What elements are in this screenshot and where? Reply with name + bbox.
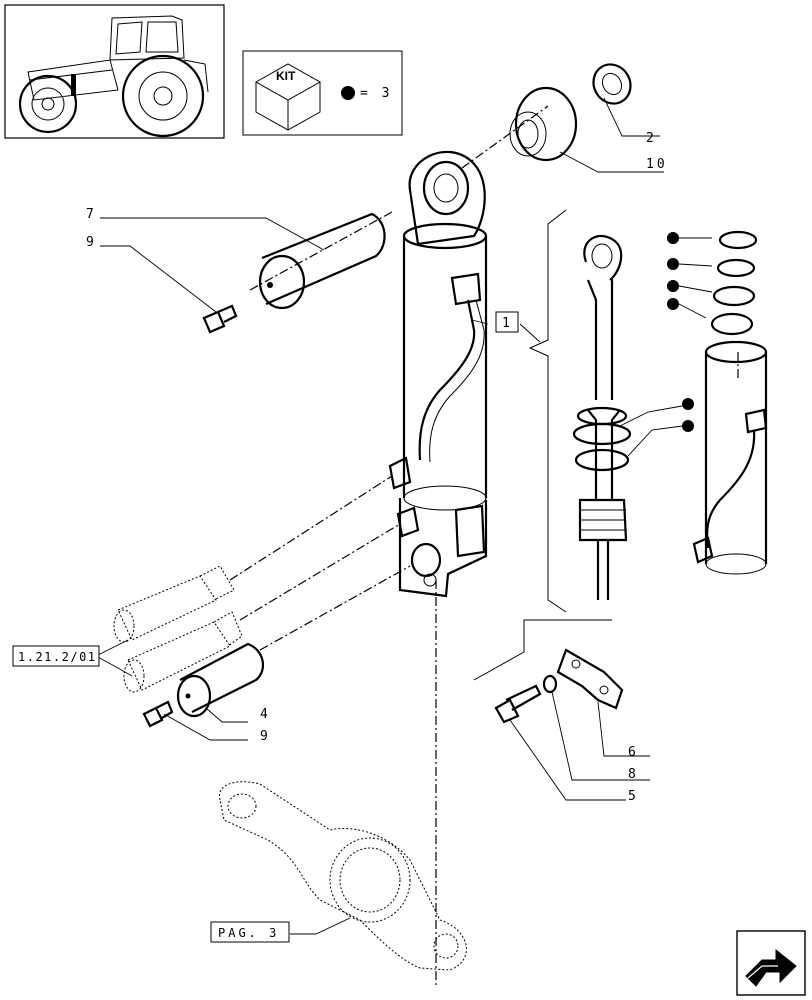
part-label-9-bottom: 9 <box>260 729 271 744</box>
ref-link-pag3[interactable]: PAG. 3 <box>210 921 290 943</box>
kit-marker-icon <box>682 398 694 410</box>
part-label-8: 8 <box>628 767 639 782</box>
leader-9-bottom <box>163 713 248 741</box>
tractor-icon <box>18 15 209 138</box>
tractor-thumbnail[interactable] <box>4 4 225 139</box>
part-9-grease-nipple-bottom[interactable] <box>142 700 174 728</box>
part-4-pin[interactable] <box>176 642 265 718</box>
leader-8 <box>551 691 650 781</box>
part-label-10: 10 <box>646 157 668 172</box>
kit-box-icon: KIT <box>254 63 322 131</box>
part-label-2: 2 <box>646 131 657 146</box>
ref-link-121[interactable]: 1.21.2/01 <box>12 645 100 667</box>
leader-4 <box>205 707 248 723</box>
next-page-button[interactable] <box>736 930 806 996</box>
part-7-pin[interactable] <box>258 212 386 310</box>
detail-bracket <box>528 209 567 613</box>
leader-ref-pag3 <box>290 917 351 935</box>
part-5-bolt[interactable] <box>494 684 542 724</box>
axis-line-hose2 <box>239 523 401 621</box>
part-2-snap-ring[interactable] <box>586 58 637 111</box>
bracket-detail-frame <box>473 619 612 681</box>
kit-equation: = 3 <box>360 86 392 101</box>
leader-9-top <box>100 245 217 313</box>
axis-line-pin2 <box>259 565 411 651</box>
next-page-arrow-icon <box>745 948 797 987</box>
piston-rod-detail[interactable] <box>572 234 632 600</box>
part-label-4: 4 <box>260 707 271 722</box>
part-6-bracket[interactable] <box>556 648 624 710</box>
kit-marker-icon <box>667 258 679 270</box>
kit-marker-icon <box>667 280 679 292</box>
part-8-washer[interactable] <box>542 674 558 694</box>
part-10-bearing[interactable] <box>509 86 578 162</box>
cylinder-assembly[interactable] <box>388 150 488 598</box>
part-label-1: 1 <box>502 316 513 331</box>
hose-assemblies <box>113 565 243 693</box>
leader-7 <box>100 217 325 251</box>
leader-ref-121 <box>95 639 133 677</box>
leader-10 <box>559 151 664 173</box>
kit-bullet-icon <box>341 86 355 100</box>
barrel-detail[interactable] <box>692 340 768 575</box>
leader-6 <box>597 701 650 757</box>
lift-arm-ghost <box>219 781 467 971</box>
axis-line-hose1 <box>229 475 393 581</box>
leader-5 <box>509 719 626 801</box>
part-label-9-top: 9 <box>86 235 97 250</box>
kit-label: KIT <box>276 69 296 83</box>
kit-legend: KIT = 3 <box>242 50 403 136</box>
part-label-6: 6 <box>628 745 639 760</box>
part-label-7: 7 <box>86 207 97 222</box>
ref-label-121: 1.21.2/01 <box>18 650 97 664</box>
part-label-1-box[interactable]: 1 <box>495 311 519 333</box>
kit-marker-icon <box>667 298 679 310</box>
part-label-5: 5 <box>628 789 639 804</box>
part-9-grease-nipple-top[interactable] <box>202 304 238 334</box>
leader-1 <box>471 319 489 325</box>
axis-line-pin <box>249 211 393 291</box>
kit-marker-icon <box>682 420 694 432</box>
leader-2 <box>603 97 660 137</box>
ref-label-pag3: PAG. 3 <box>218 926 279 940</box>
axis-line-top <box>461 105 549 169</box>
leader-1-bracket <box>519 323 541 343</box>
seal-kit-rings[interactable] <box>619 230 758 457</box>
kit-marker-icon <box>667 232 679 244</box>
